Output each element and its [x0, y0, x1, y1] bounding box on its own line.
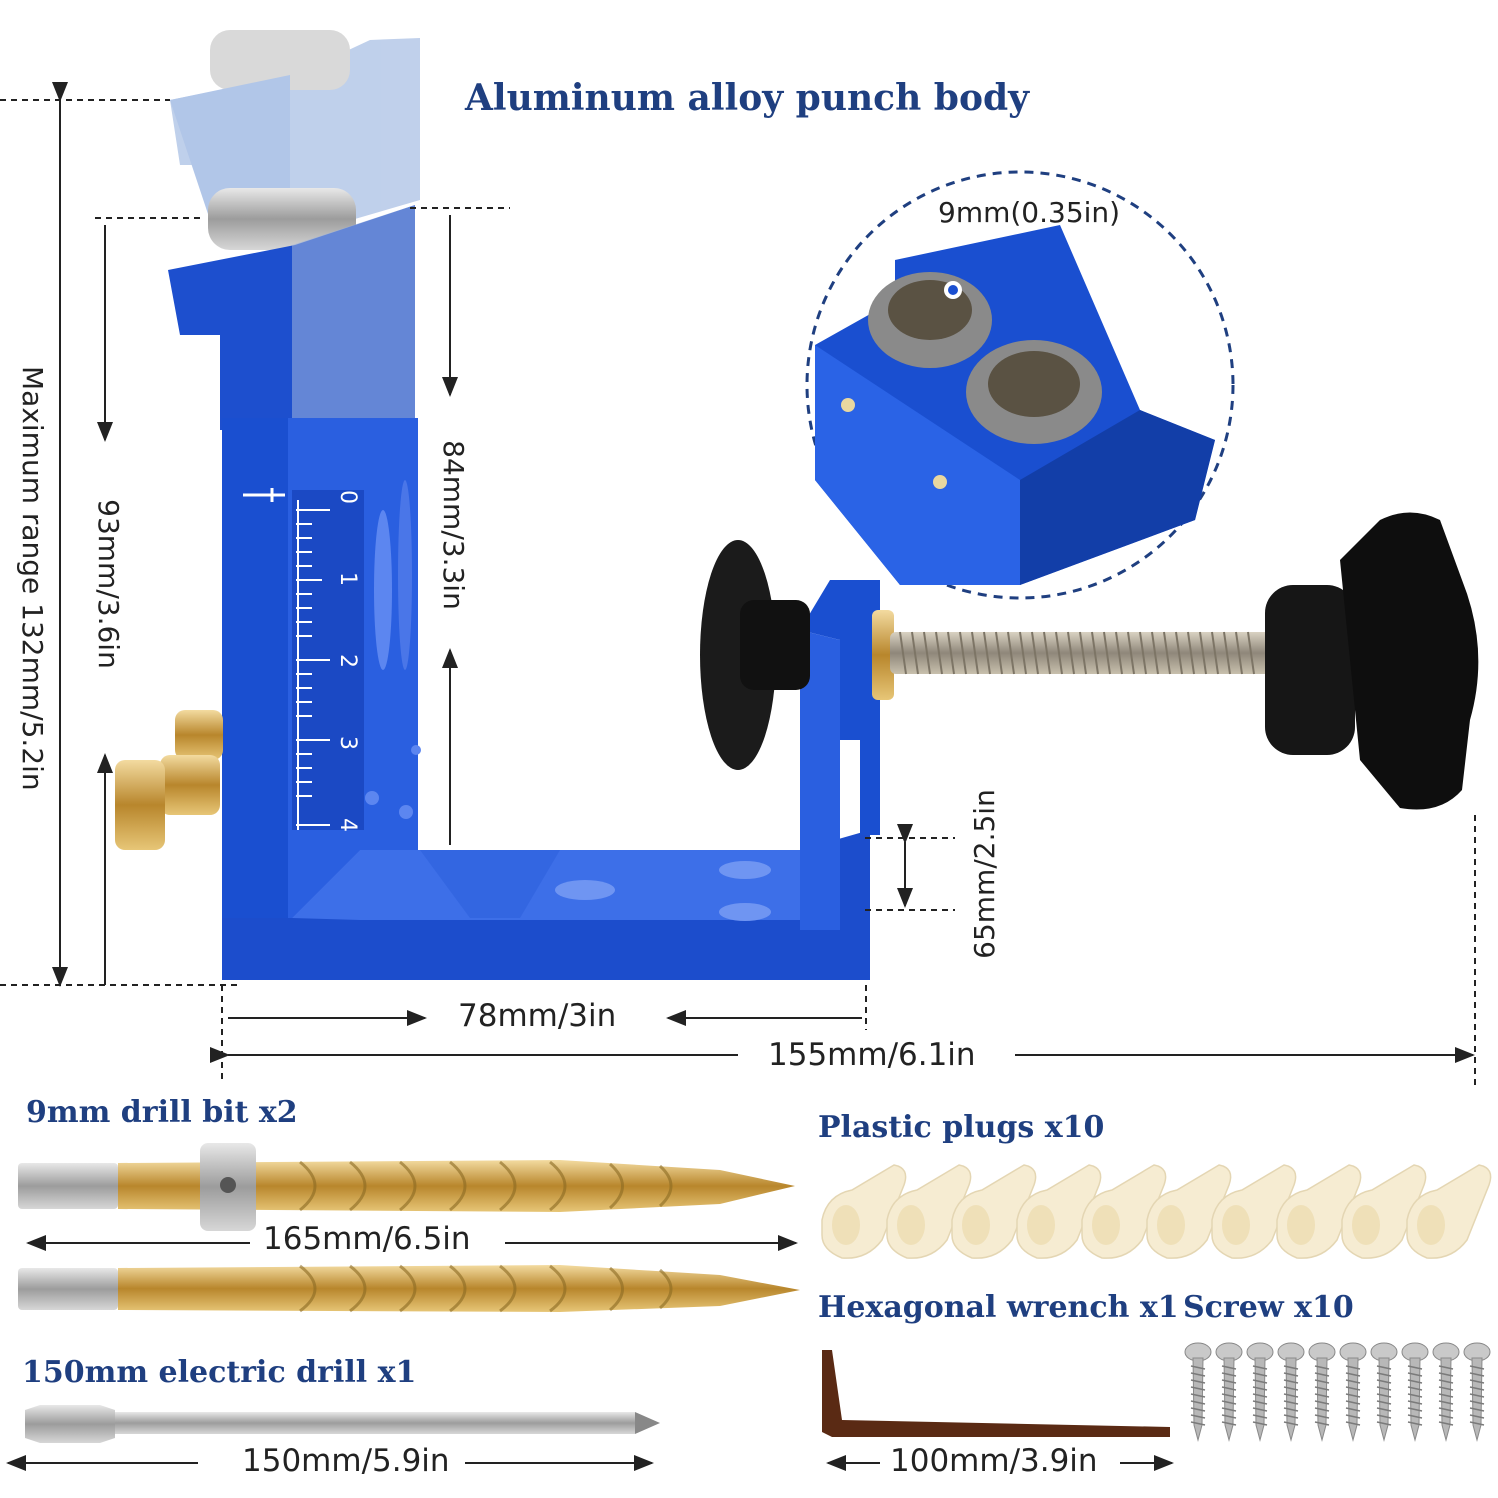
scale-mark-1: 1	[335, 572, 360, 586]
brass-collar	[872, 610, 894, 700]
heading-hex-wrench: Hexagonal wrench x1	[818, 1290, 1179, 1325]
screw	[1370, 1342, 1398, 1442]
plastic-plug	[1211, 1164, 1297, 1259]
heading-punch-body: Aluminum alloy punch body	[465, 77, 1030, 119]
plastic-plug	[1081, 1164, 1167, 1259]
star-knob	[1340, 512, 1479, 810]
scale-mark-3: 3	[335, 736, 360, 750]
heading-electric-drill: 150mm electric drill x1	[22, 1355, 417, 1390]
plastic-plug	[951, 1164, 1037, 1259]
screw	[1401, 1342, 1429, 1442]
heading-plastic-plugs: Plastic plugs x10	[818, 1110, 1105, 1145]
electric-drill-bit	[25, 1405, 660, 1443]
screw	[1463, 1342, 1491, 1442]
screw	[1308, 1342, 1336, 1442]
dim-max-range: Maximum range 132mm/5.2in	[16, 366, 49, 791]
dim-width-78: 78mm/3in	[458, 998, 617, 1034]
screw	[1432, 1342, 1460, 1442]
screw	[1277, 1342, 1305, 1442]
dim-drill-length: 150mm/5.9in	[242, 1443, 450, 1479]
dim-wrench-length: 100mm/3.9in	[890, 1443, 1098, 1479]
plastic-plugs	[821, 1164, 1492, 1259]
dim-width-155: 155mm/6.1in	[768, 1037, 976, 1073]
jig-body	[115, 188, 894, 980]
screw	[1246, 1342, 1274, 1442]
drill-bit-1	[18, 1143, 795, 1231]
screw	[1215, 1342, 1243, 1442]
detail-zoom-circle	[805, 170, 1235, 600]
heading-drill-bit: 9mm drill bit x2	[26, 1095, 298, 1130]
dim-height-93: 93mm/3.6in	[92, 499, 125, 669]
star-knob-hub	[1265, 585, 1355, 755]
hex-wrench	[822, 1350, 1170, 1437]
scale-mark-2: 2	[335, 654, 360, 668]
screw	[1184, 1342, 1212, 1442]
dim-bit-length: 165mm/6.5in	[263, 1221, 471, 1257]
brass-knob-front	[160, 755, 220, 815]
plastic-plug	[1406, 1164, 1492, 1259]
scale-mark-4: 4	[335, 818, 360, 832]
clamp-screw	[890, 512, 1479, 810]
guide-bushing-top	[208, 188, 356, 250]
dim-hole-diameter: 9mm(0.35in)	[938, 196, 1121, 229]
plastic-plug	[1016, 1164, 1102, 1259]
dim-clamp-65: 65mm/2.5in	[968, 789, 1001, 959]
pressure-pad	[700, 540, 776, 770]
screws	[1184, 1342, 1491, 1442]
drill-bit-2	[18, 1264, 800, 1313]
screw	[1339, 1342, 1367, 1442]
dim-height-84: 84mm/3.3in	[437, 440, 470, 610]
scale-mark-0: 0	[335, 490, 360, 504]
scale-ruler	[296, 500, 330, 830]
heading-screws: Screw x10	[1183, 1290, 1354, 1325]
plastic-plug	[1341, 1164, 1427, 1259]
dimension-lines	[0, 82, 1476, 1471]
brass-knob-rear	[175, 710, 223, 760]
